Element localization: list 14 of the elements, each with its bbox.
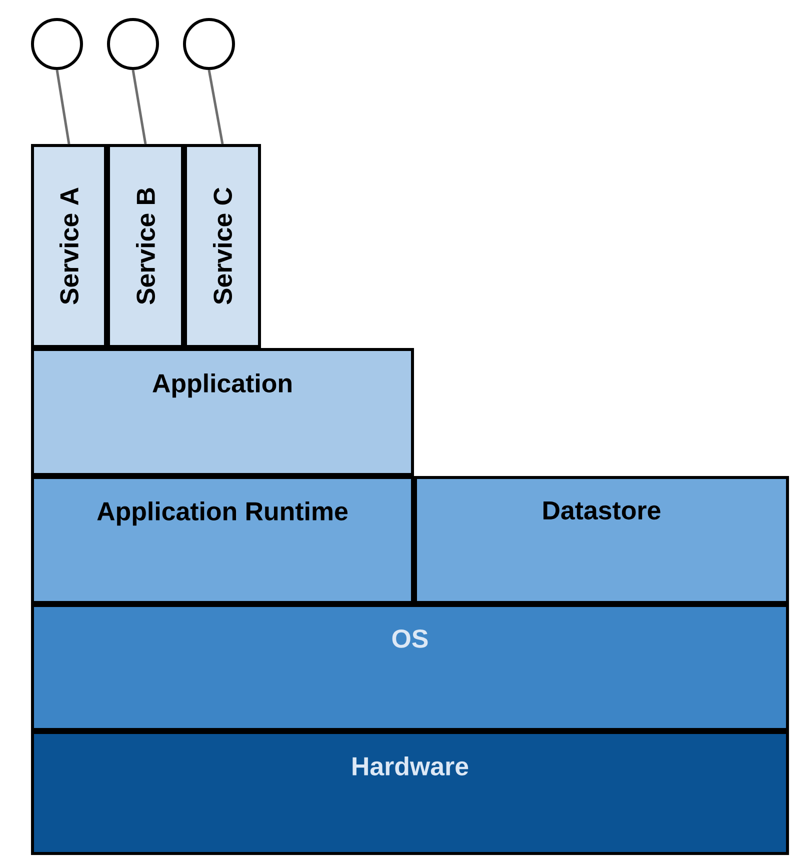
service-box: Service C (184, 144, 261, 348)
layer-box: Application (31, 348, 414, 476)
layer-box: Datastore (414, 476, 789, 604)
layer-box: OS (31, 604, 789, 731)
service-box: Service A (31, 144, 107, 348)
connector-line (208, 70, 224, 144)
service-box: Service B (107, 144, 184, 348)
connector-circle (107, 18, 159, 70)
connector-line (56, 70, 70, 144)
layer-box: Hardware (31, 731, 789, 855)
connector-circle (183, 18, 235, 70)
connector-line (132, 70, 147, 144)
layer-box: Application Runtime (31, 476, 414, 604)
connector-circle (31, 18, 83, 70)
